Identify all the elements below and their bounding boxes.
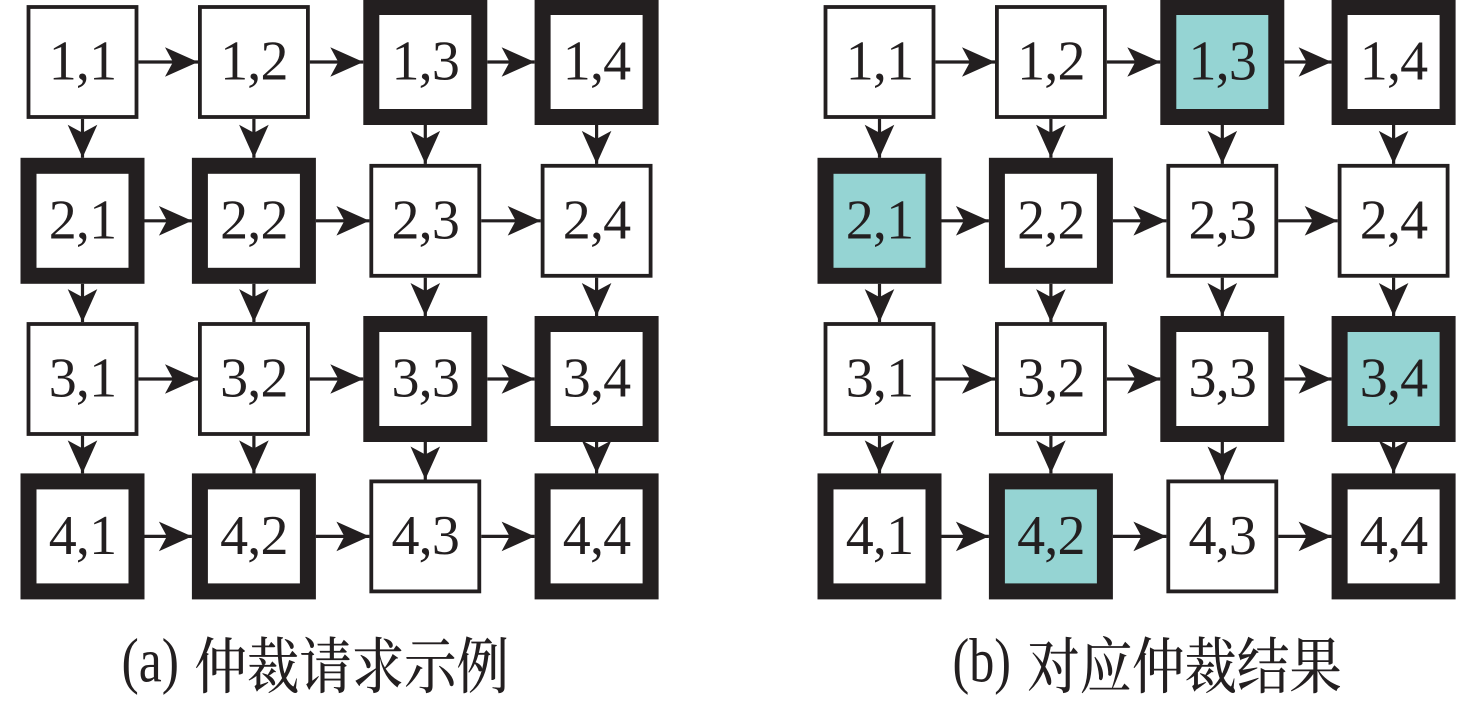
svg-text:1,3: 1,3: [391, 31, 459, 93]
svg-text:2,3: 2,3: [391, 189, 459, 251]
svg-text:2,4: 2,4: [563, 189, 631, 251]
svg-text:3,1: 3,1: [49, 348, 117, 410]
svg-text:1,2: 1,2: [220, 31, 288, 93]
svg-text:1,1: 1,1: [49, 31, 117, 93]
svg-text:4,3: 4,3: [1188, 505, 1256, 567]
svg-text:1,4: 1,4: [563, 31, 631, 93]
svg-text:4,3: 4,3: [391, 505, 459, 567]
svg-text:4,4: 4,4: [563, 505, 631, 567]
svg-text:3,3: 3,3: [391, 348, 459, 410]
svg-text:3,4: 3,4: [563, 348, 631, 410]
svg-text:3,3: 3,3: [1188, 348, 1256, 410]
svg-text:3,2: 3,2: [1017, 348, 1085, 410]
svg-text:3,1: 3,1: [846, 348, 914, 410]
svg-text:1,1: 1,1: [846, 31, 914, 93]
svg-text:2,2: 2,2: [1017, 189, 1085, 251]
svg-text:(a): (a): [122, 628, 180, 696]
svg-text:2,3: 2,3: [1188, 189, 1256, 251]
svg-text:4,1: 4,1: [49, 505, 117, 567]
svg-text:3,4: 3,4: [1360, 348, 1428, 410]
svg-text:4,1: 4,1: [846, 505, 914, 567]
svg-text:1,3: 1,3: [1188, 31, 1256, 93]
svg-text:2,1: 2,1: [49, 189, 117, 251]
svg-text:(b): (b): [953, 628, 1012, 696]
svg-text:3,2: 3,2: [220, 348, 288, 410]
svg-text:4,2: 4,2: [220, 505, 288, 567]
svg-text:4,4: 4,4: [1360, 505, 1428, 567]
svg-text:1,2: 1,2: [1017, 31, 1085, 93]
svg-text:2,1: 2,1: [846, 189, 914, 251]
svg-text:2,4: 2,4: [1360, 189, 1428, 251]
svg-text:4,2: 4,2: [1017, 505, 1085, 567]
svg-text:2,2: 2,2: [220, 189, 288, 251]
svg-text:1,4: 1,4: [1360, 31, 1428, 93]
